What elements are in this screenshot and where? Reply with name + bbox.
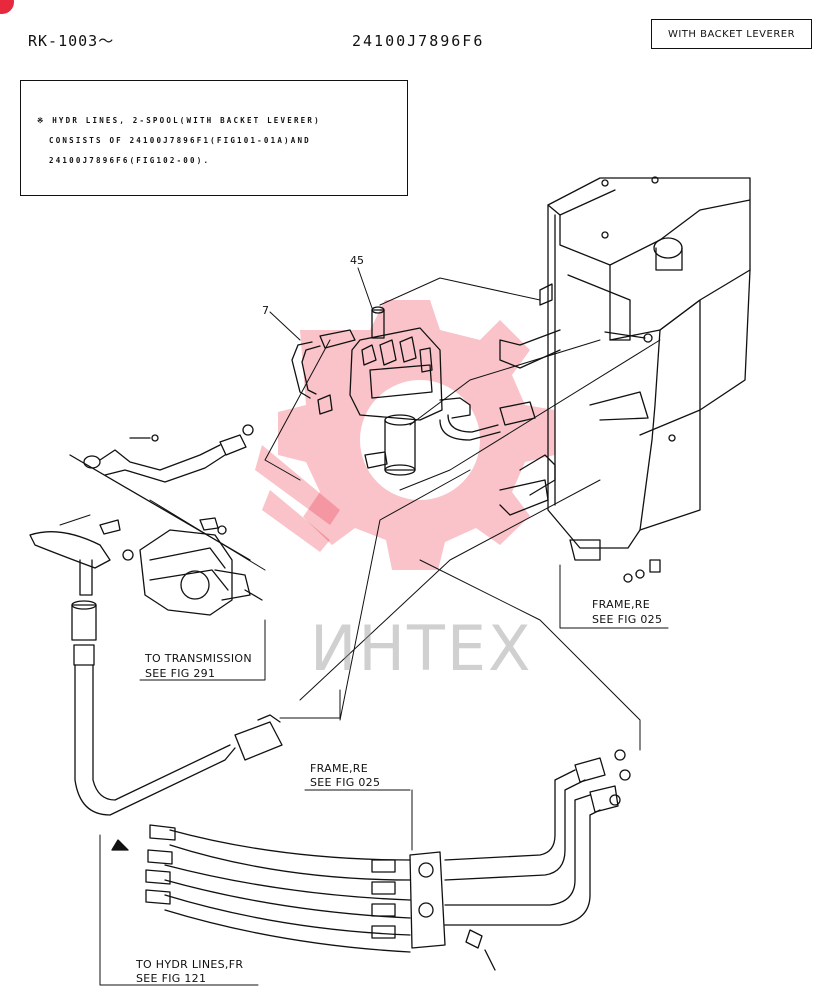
variant-label: WITH BACKET LEVERER: [651, 19, 812, 49]
suction-hose: [29, 531, 283, 816]
return-hose: [364, 401, 536, 469]
drawing-number: 24100J7896F6: [352, 32, 485, 50]
note-line-1: ※ HYDR LINES, 2-SPOOL(WITH BACKET LEVERE…: [37, 116, 321, 125]
callout-to-hydr-lines-2: SEE FIG 121: [136, 972, 207, 985]
hose-part-7: [291, 329, 356, 415]
control-valve: [349, 306, 471, 476]
callout-to-transmission-2: SEE FIG 291: [145, 667, 216, 680]
callout-frame-re-center-1: FRAME,RE: [310, 762, 368, 775]
callout-frame-re-right-1: FRAME,RE: [592, 598, 650, 611]
hydraulic-pump: [99, 517, 263, 616]
serial-range: RK-1003～: [28, 32, 115, 50]
leader-lines: [59, 267, 669, 986]
part-number-45: 45: [350, 254, 364, 267]
note-line-2: CONSISTS OF 24100J7896F1(FIG101-01A)AND: [49, 136, 311, 145]
callout-frame-re-center-2: SEE FIG 025: [310, 776, 381, 789]
hydraulic-tank: [499, 176, 751, 561]
fasteners-right: [623, 559, 661, 583]
callout-to-transmission-1: TO TRANSMISSION: [145, 652, 252, 665]
part-number-7: 7: [262, 304, 269, 317]
pressure-hose: [69, 424, 254, 561]
callout-frame-re-right-2: SEE FIG 025: [592, 613, 663, 626]
callout-to-hydr-lines-1: TO HYDR LINES,FR: [136, 958, 244, 971]
note-box: ※ HYDR LINES, 2-SPOOL(WITH BACKET LEVERE…: [20, 80, 408, 196]
hose-bundle: [111, 749, 631, 971]
watermark-logo: [255, 300, 555, 570]
watermark-text: ИНТЕХ: [310, 612, 533, 685]
note-line-3: 24100J7896F6(FIG102-00).: [49, 156, 211, 165]
